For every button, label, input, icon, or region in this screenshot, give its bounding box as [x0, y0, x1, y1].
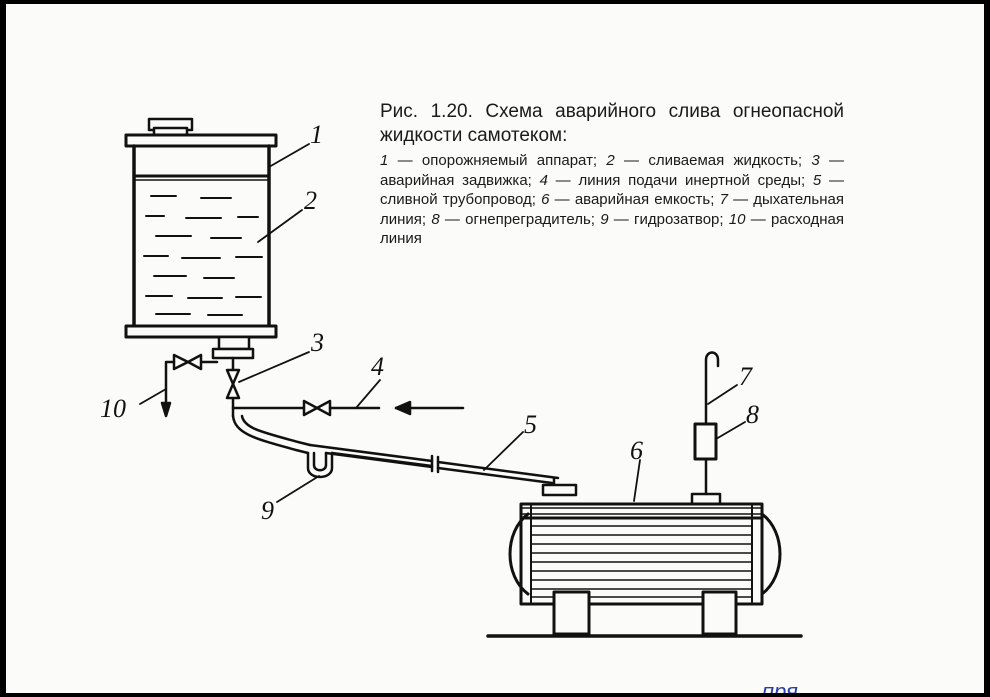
consumable-line — [160, 353, 219, 418]
marker-10: 10 — [100, 394, 126, 423]
legend-item: 2 — сливаемая жидкость; — [606, 152, 803, 169]
tank-supports — [486, 590, 803, 638]
drain-pipeline — [231, 414, 560, 493]
leader-lines — [139, 143, 746, 503]
breathing-line — [704, 351, 720, 496]
marker-7: 7 — [739, 362, 752, 391]
legend-item: 5 — сливной трубопровод; — [380, 171, 844, 209]
marker-1: 1 — [310, 120, 323, 149]
legend-item: 10 — расходная линия — [380, 210, 844, 248]
figure-caption: Рис. 1.20. Схема аварийного слива огнеоп… — [380, 100, 844, 249]
marker-4: 4 — [371, 352, 384, 381]
emergency-valve — [225, 368, 241, 400]
legend-item: 6 — аварийная емкость; — [541, 191, 715, 208]
legend-item: 4 — линия подачи инертной среды; — [539, 171, 806, 189]
scanned-page: 1 2 3 4 5 6 7 8 9 10 Рис. 1.20. Схема ав… — [6, 4, 984, 693]
liquid-hatching — [143, 195, 263, 316]
marker-5: 5 — [524, 410, 537, 439]
flame-arrester — [693, 422, 718, 461]
handwritten-note: пря — [762, 679, 798, 694]
legend-item: 8 — огнепреградитель; — [431, 210, 595, 228]
legend-item: 9 — гидрозатвор; — [600, 210, 724, 228]
marker-6: 6 — [630, 436, 643, 465]
legend-item: 3 — аварийная задвижка; — [380, 152, 845, 189]
marker-8: 8 — [746, 400, 759, 429]
drain-scheme-diagram — [124, 117, 803, 638]
legend-item: 7 — дыхательная линия; — [380, 191, 844, 228]
marker-2: 2 — [304, 186, 317, 215]
marker-9: 9 — [261, 496, 274, 525]
inert-gas-line — [231, 399, 465, 417]
caption-title: Рис. 1.20. Схема аварийного слива огнеоп… — [380, 101, 844, 146]
emergency-tank — [508, 483, 782, 606]
marker-3: 3 — [311, 328, 324, 357]
liquid-level — [133, 174, 270, 181]
vertical-vessel — [124, 117, 278, 360]
caption-legend: 1 — опорожняемый аппарат; 2 — сливаемая … — [380, 151, 844, 249]
legend-item: 1 — опорожняемый аппарат; — [380, 152, 598, 169]
